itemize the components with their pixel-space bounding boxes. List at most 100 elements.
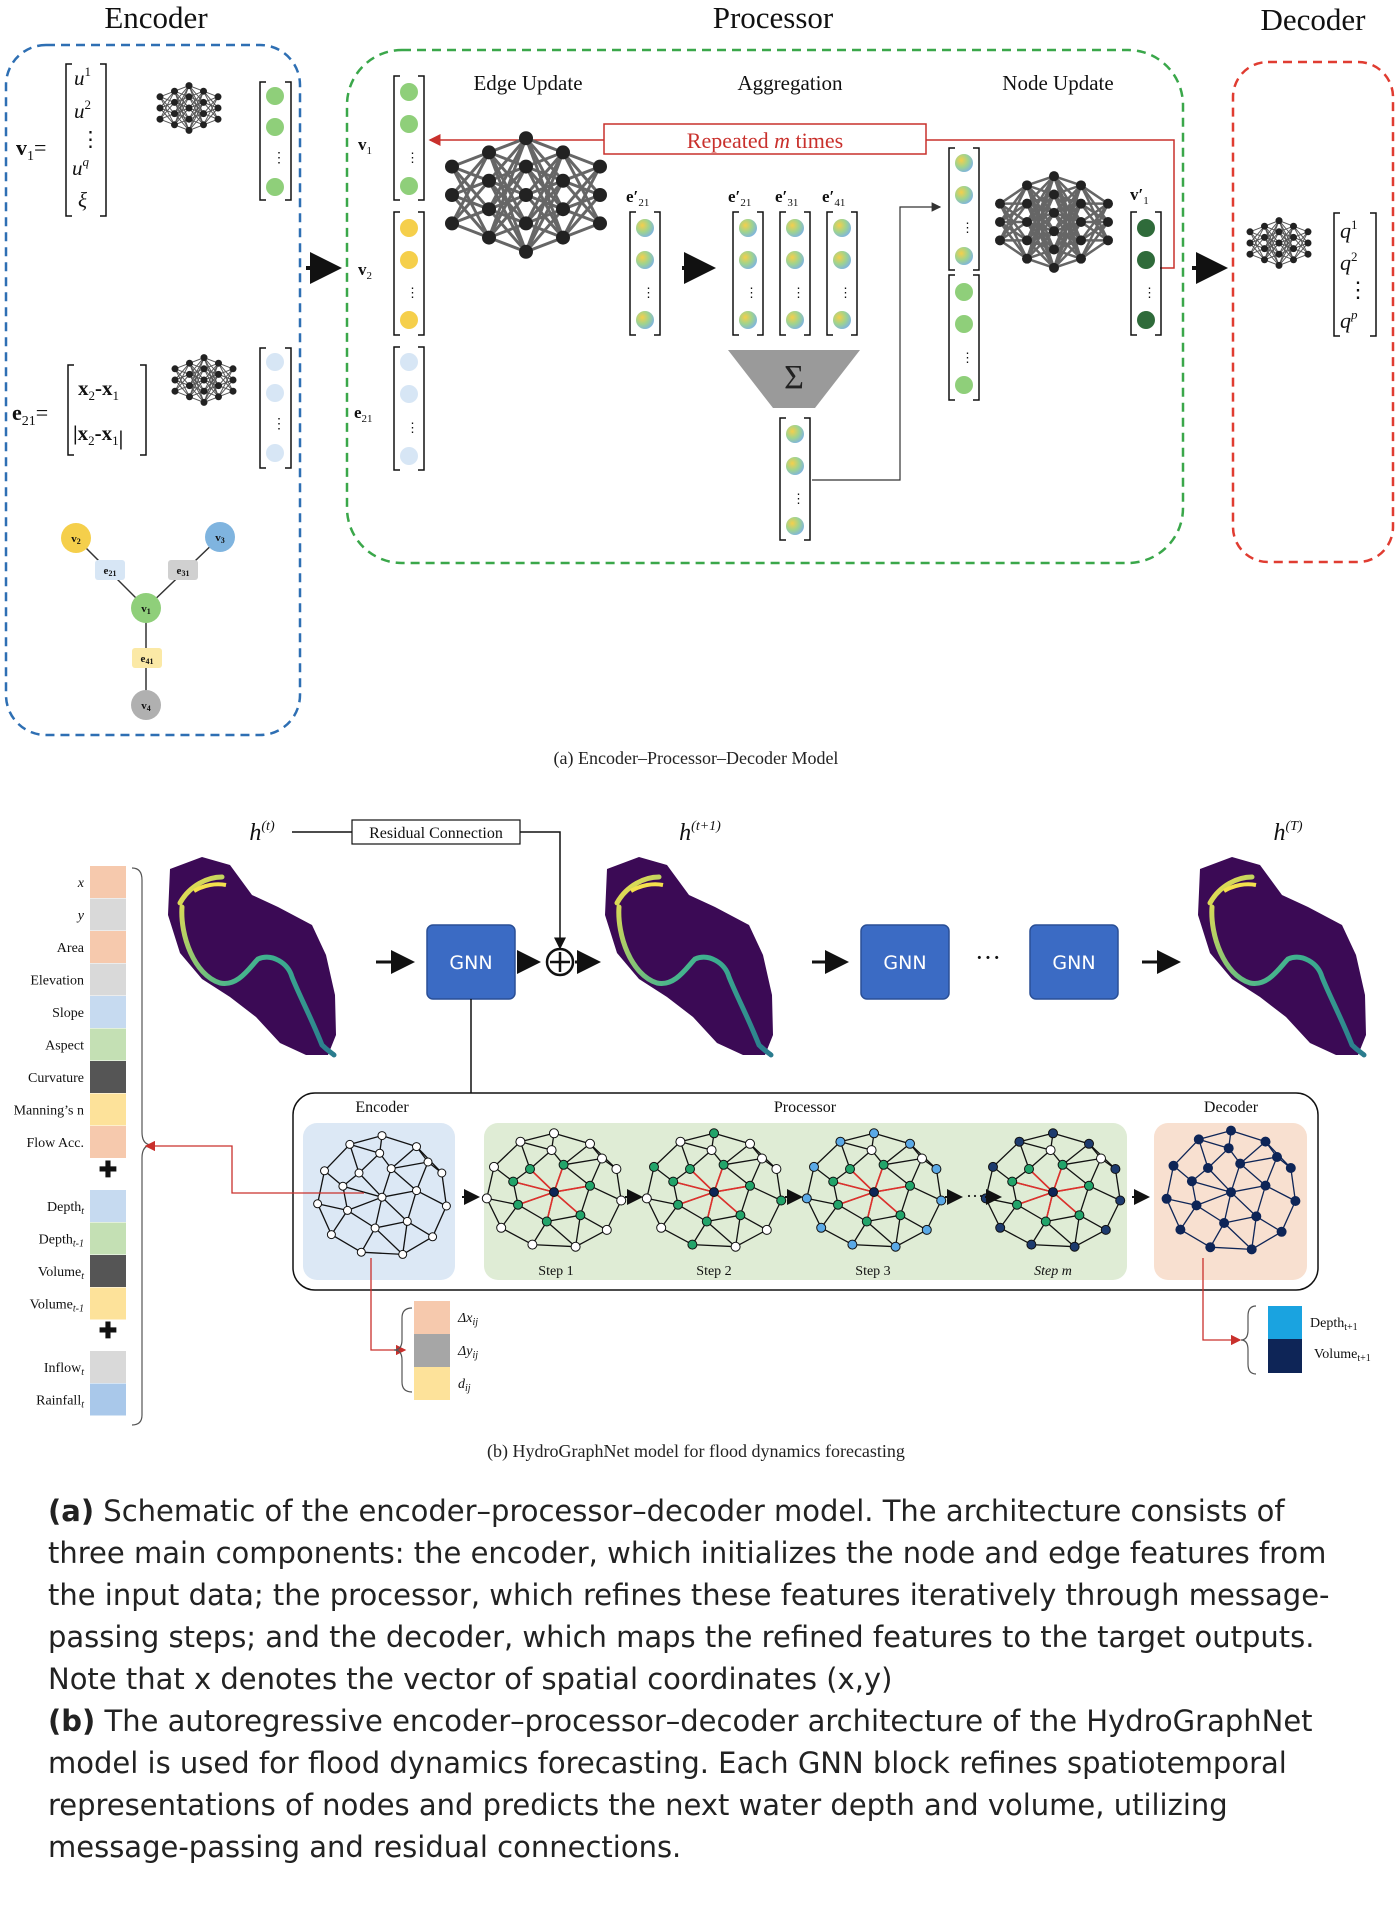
svg-text:ξ: ξ <box>78 188 87 212</box>
encoder-node-mlp-icon <box>156 82 222 134</box>
edge-feature-swatch <box>414 1334 450 1367</box>
mesh-graph <box>1161 1125 1301 1255</box>
repeat-loop-line <box>926 139 1175 269</box>
edge-update-label: Edge Update <box>473 71 582 95</box>
svg-text:⋮: ⋮ <box>80 127 101 151</box>
svg-text:⋮: ⋮ <box>961 220 974 235</box>
decoder-panel <box>1231 60 1395 564</box>
aggregation-label: Aggregation <box>738 71 843 95</box>
svg-text:Step m: Step m <box>1034 1264 1072 1279</box>
edge-message-vector: ⋮ <box>629 211 661 336</box>
output-feature-column: Deptht+1 Volumet+1 <box>1268 1306 1371 1373</box>
mesh-graph <box>801 1128 947 1252</box>
residual-label: Residual Connection <box>369 825 503 842</box>
feature-swatch <box>90 1190 126 1222</box>
gnn-label-2: GNN <box>883 952 926 974</box>
feature-swatch <box>90 1351 126 1383</box>
gnn-box-2 <box>860 924 950 1000</box>
flood-map-t <box>168 857 337 1058</box>
feature-swatch <box>90 866 126 898</box>
edge-feature-label: dij <box>458 1377 471 1394</box>
svg-text:e′31: e′31 <box>775 187 798 209</box>
svg-text:⋮: ⋮ <box>406 420 419 435</box>
svg-text:q2: q2 <box>1340 249 1358 275</box>
node-update-input-vectors: ⋮ ⋮ <box>948 147 980 401</box>
processor-panel <box>345 48 1185 565</box>
svg-text:e′41: e′41 <box>822 187 845 209</box>
residual-box <box>351 819 521 845</box>
feature-label: Deptht <box>47 1200 84 1217</box>
svg-text:⋮: ⋮ <box>961 350 974 365</box>
feature-swatch <box>90 1287 126 1320</box>
proc-v2-vector: ⋮ <box>393 211 425 336</box>
svg-text:qp: qp <box>1340 307 1358 333</box>
feature-swatch <box>90 1061 126 1093</box>
encoder-edge-mlp-icon <box>171 354 237 406</box>
gnn-box-3 <box>1029 924 1119 1000</box>
svg-text:e31: e31 <box>177 565 190 578</box>
gnn-label-1: GNN <box>449 952 492 974</box>
caption-b-text: The autoregressive encoder–processor–dec… <box>48 1704 1313 1864</box>
row-label-v1: v1 <box>358 135 372 157</box>
v1-formula-label: v1= <box>16 135 46 164</box>
aggregation-to-node-update-line <box>812 202 942 481</box>
svg-text:Deptht+1: Deptht+1 <box>1310 1316 1358 1333</box>
svg-text:q1: q1 <box>1340 217 1358 243</box>
feature-swatch <box>90 1126 126 1158</box>
svg-text:u2: u2 <box>74 97 91 123</box>
flood-map-T <box>1198 857 1367 1058</box>
decoder-mlp-icon <box>1246 217 1312 269</box>
node-update-label: Node Update <box>1002 71 1113 95</box>
feature-swatch <box>90 931 126 963</box>
caption-a-label: (a) <box>48 1494 95 1528</box>
svg-text:v4: v4 <box>141 700 151 713</box>
svg-text:⋮: ⋮ <box>272 151 286 166</box>
feature-label: Flow Acc. <box>26 1136 84 1151</box>
edge-feature-label: Δyij <box>457 1344 478 1361</box>
part-a: Encoder Processor Decoder v1= u1 u2 ⋮ uq… <box>4 0 1395 769</box>
mesh-graph <box>313 1131 451 1259</box>
decoder-title: Decoder <box>1261 2 1367 37</box>
processor-title: Processor <box>713 0 834 35</box>
updated-node-vector: ⋮ <box>1130 211 1162 336</box>
edge-feature-swatch <box>414 1367 450 1400</box>
node-update-mlp-icon <box>995 171 1113 273</box>
feature-plus-icon: ✚ <box>99 1318 117 1343</box>
svg-text:e41: e41 <box>141 653 154 666</box>
feature-swatch <box>90 1093 126 1126</box>
mesh-graph <box>980 1128 1126 1252</box>
h-t1-label: h(t+1) <box>679 819 721 846</box>
feature-plus-icon: ✚ <box>99 1157 117 1182</box>
caption-a-text: Schematic of the encoder–processor–decod… <box>48 1494 1330 1696</box>
repeated-box <box>603 123 927 155</box>
encoder-panel <box>4 43 302 737</box>
e21-formula-label: e21= <box>12 400 48 429</box>
feature-swatch <box>90 996 126 1028</box>
svg-text:v2: v2 <box>71 533 81 546</box>
svg-text:⋮: ⋮ <box>406 150 419 165</box>
gnn-label-3: GNN <box>1052 952 1095 974</box>
input-feature-column: xyAreaElevationSlopeAspectCurvatureManni… <box>14 866 126 1416</box>
diagram: Encoder Processor Decoder v1= u1 u2 ⋮ uq… <box>4 0 1395 1462</box>
output-entries: q1 q2 ⋮ qp <box>1340 217 1369 333</box>
feature-swatch <box>90 1222 126 1255</box>
svg-text:e21: e21 <box>104 565 117 578</box>
sum-symbol: Σ <box>784 359 804 396</box>
subcaption-a: (a) Encoder–Processor–Decoder Model <box>554 748 839 769</box>
edge-feature-brace <box>393 1307 413 1393</box>
svg-text:v1: v1 <box>141 603 151 616</box>
output-brace <box>1240 1305 1257 1375</box>
caption-b-label: (b) <box>48 1704 96 1738</box>
feature-label: Slope <box>52 1006 84 1021</box>
feature-swatch <box>90 963 126 996</box>
part-b: h(t) h(t+1) h(T) Residual Connection GNN… <box>14 819 1371 1462</box>
svg-text:⋮: ⋮ <box>745 285 758 300</box>
feature-label: x <box>77 876 85 891</box>
feature-label: y <box>76 909 85 924</box>
feature-label: Volumet-1 <box>30 1298 84 1315</box>
feature-label: Elevation <box>30 974 84 989</box>
row-label-e21: e21 <box>354 403 373 425</box>
feature-swatch <box>90 1255 126 1287</box>
svg-text:⋮: ⋮ <box>792 285 805 300</box>
sum-funnel <box>728 350 860 408</box>
